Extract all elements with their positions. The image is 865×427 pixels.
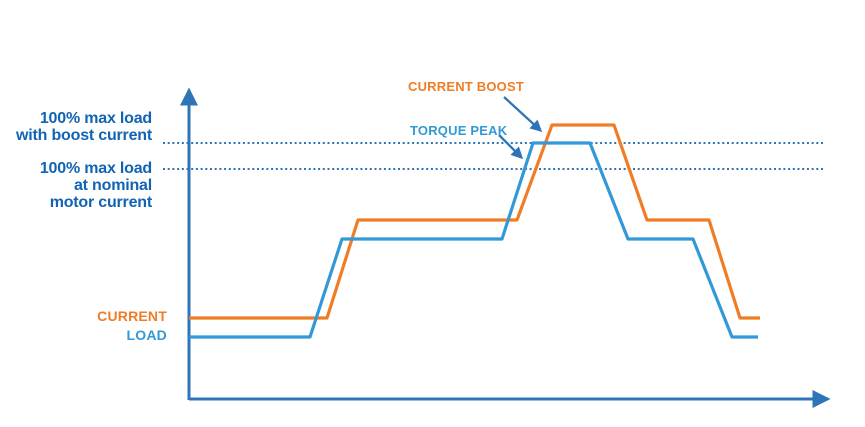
label-max-load-nominal-line3: motor current — [49, 194, 153, 211]
label-torque-peak: TORQUE PEAK — [410, 123, 508, 138]
label-max-load-boost-line1: 100% max load — [39, 110, 152, 127]
legend-current: CURRENT — [97, 308, 167, 324]
label-max-load-nominal: 100% max load at nominal motor current — [0, 160, 152, 211]
torque-peak-arrow — [498, 134, 524, 160]
label-max-load-boost: 100% max load with boost current — [0, 110, 152, 144]
label-max-load-nominal-line2: at nominal — [73, 177, 152, 194]
legend-load: LOAD — [126, 327, 167, 343]
current-series-line — [189, 123, 760, 320]
load-series-line — [189, 141, 758, 339]
label-current-boost: CURRENT BOOST — [408, 79, 524, 94]
label-max-load-boost-line2: with boost current — [16, 127, 152, 144]
current-boost-arrow — [503, 96, 543, 133]
label-max-load-nominal-line1: 100% max load — [39, 160, 152, 177]
